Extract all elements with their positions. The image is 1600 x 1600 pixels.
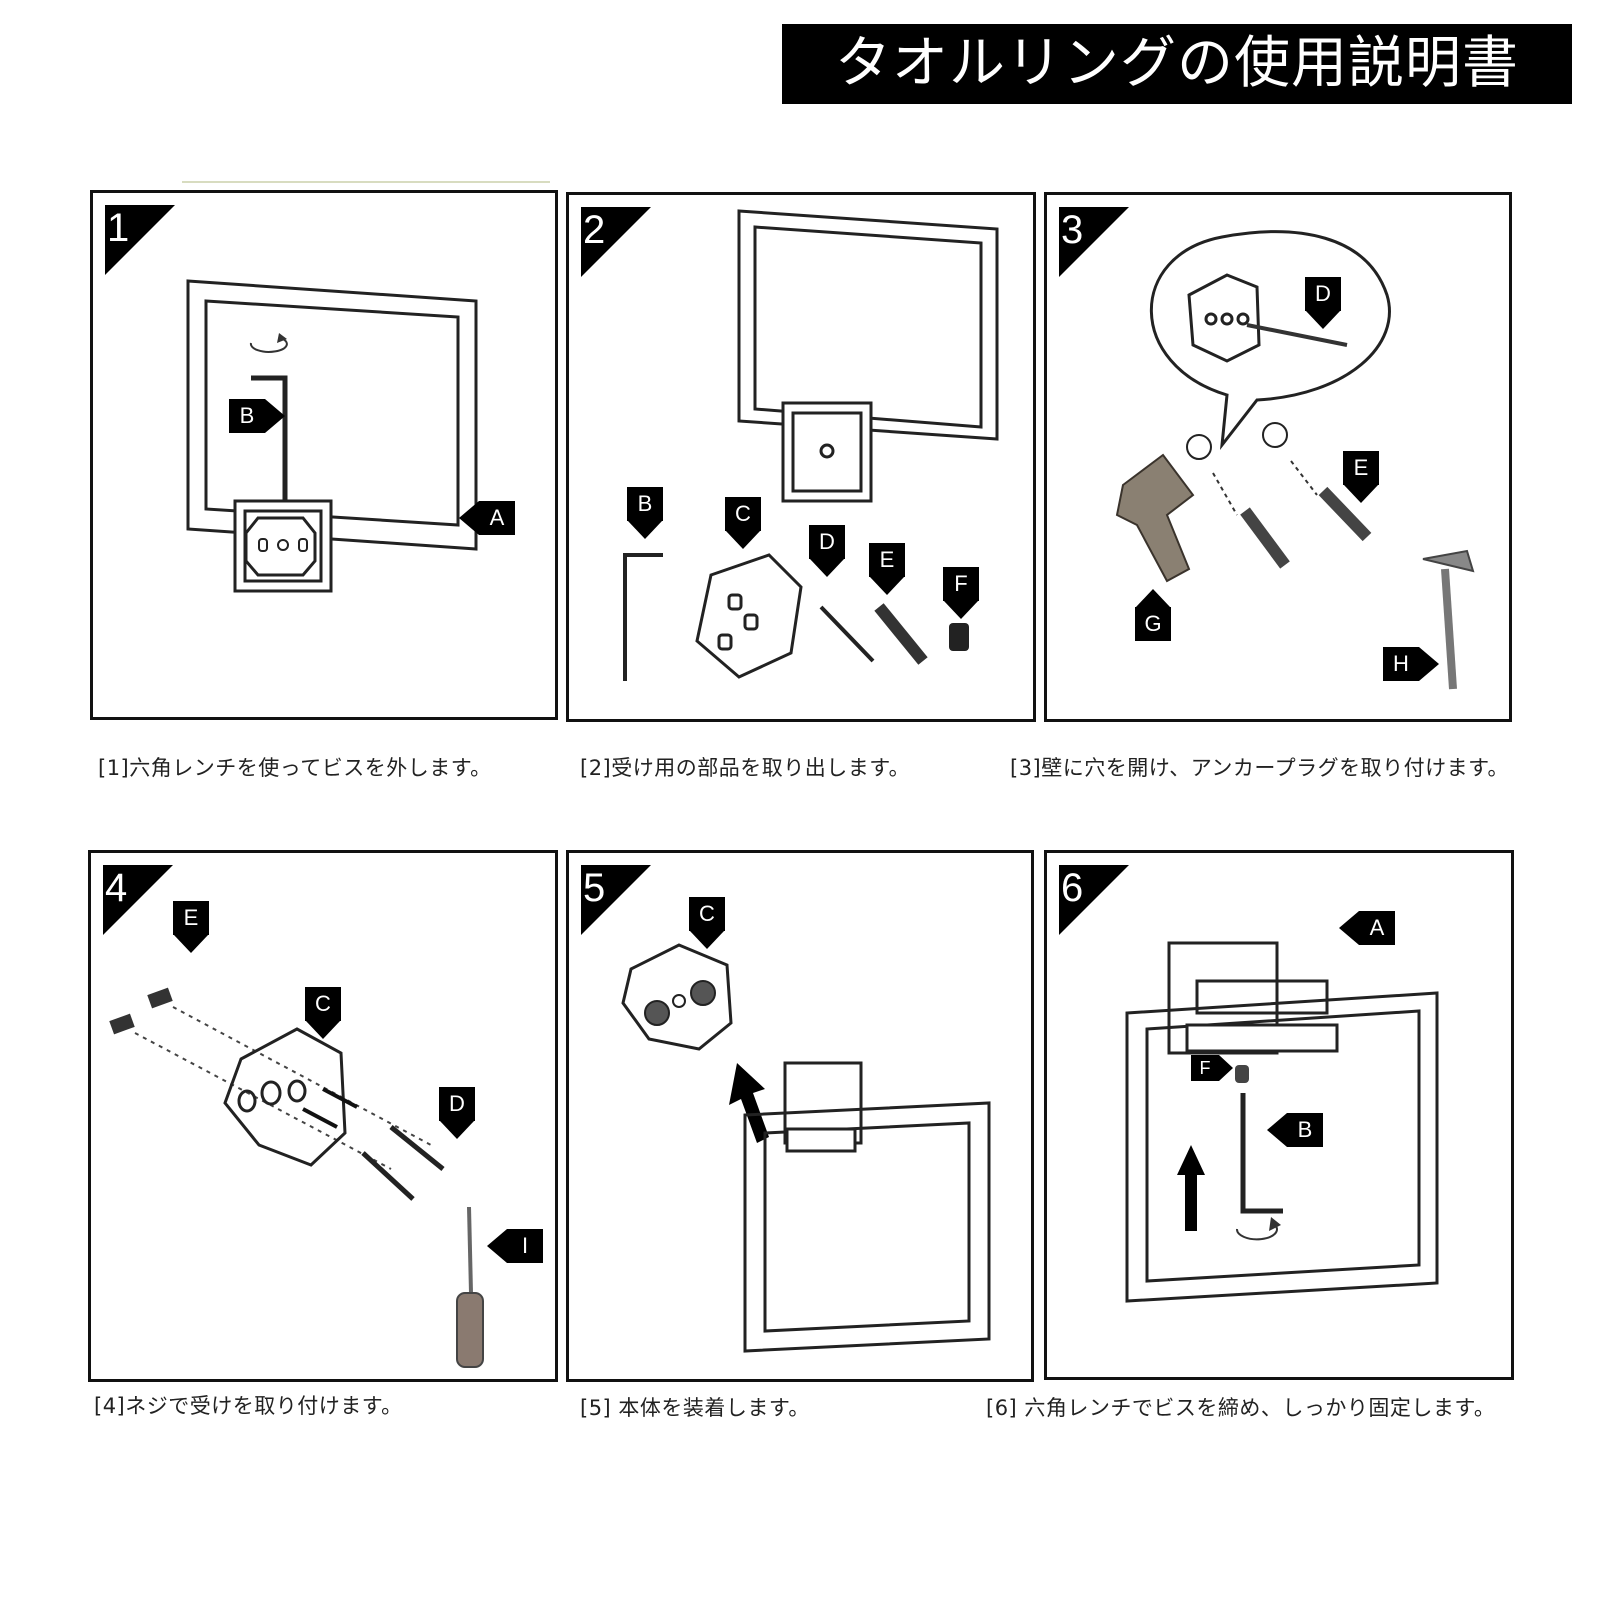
label-g-pointer bbox=[1136, 589, 1170, 607]
label-e-pointer bbox=[870, 577, 904, 595]
step-5-caption: [5] 本体を装着します。 bbox=[580, 1396, 810, 1420]
label-e: E bbox=[1343, 451, 1379, 485]
step-3-illustration bbox=[1115, 230, 1475, 690]
label-a: A bbox=[1359, 911, 1395, 945]
label-d-pointer bbox=[1306, 311, 1340, 329]
step-2-panel: 2 B C D E F bbox=[566, 192, 1036, 722]
label-f-pointer bbox=[944, 601, 978, 619]
step-4-caption: [4]ネジで受けを取り付けます。 bbox=[94, 1394, 403, 1418]
step-6-badge: 6 bbox=[1059, 865, 1129, 935]
label-b: B bbox=[1287, 1113, 1323, 1147]
step-1-panel: 1 B A bbox=[90, 190, 558, 720]
step-4-panel: 4 E C D I bbox=[88, 850, 558, 1382]
step-5-illustration bbox=[621, 943, 991, 1353]
label-c-pointer bbox=[306, 1021, 340, 1039]
label-f-pointer bbox=[1219, 1055, 1233, 1081]
step-6-illustration bbox=[1125, 941, 1439, 1303]
label-a: A bbox=[479, 501, 515, 535]
step-6-panel: 6 A F B bbox=[1044, 850, 1514, 1380]
step-5-panel: 5 C bbox=[566, 850, 1034, 1382]
label-b-pointer bbox=[628, 521, 662, 539]
label-c: C bbox=[725, 497, 761, 531]
step-5-badge: 5 bbox=[581, 865, 651, 935]
step-4-illustration bbox=[109, 987, 484, 1368]
label-b-pointer bbox=[265, 399, 285, 433]
label-d: D bbox=[1305, 277, 1341, 311]
step-1-caption: [1]六角レンチを使ってビスを外します。 bbox=[98, 756, 492, 780]
step-2-number: 2 bbox=[583, 208, 606, 252]
step-2-illustration bbox=[623, 209, 999, 681]
label-e-pointer bbox=[174, 935, 208, 953]
step-1-badge: 1 bbox=[105, 205, 175, 275]
page-title: タオルリングの使用説明書 bbox=[782, 24, 1572, 104]
label-h: H bbox=[1383, 647, 1419, 681]
step-6-number: 6 bbox=[1061, 866, 1084, 910]
label-d: D bbox=[809, 525, 845, 559]
label-b: B bbox=[627, 487, 663, 521]
step-3-panel: 3 D E G H bbox=[1044, 192, 1512, 722]
decorative-line bbox=[182, 181, 550, 183]
label-c-pointer bbox=[690, 931, 724, 949]
label-f: F bbox=[943, 567, 979, 601]
step-2-badge: 2 bbox=[581, 207, 651, 277]
step-1-number: 1 bbox=[107, 206, 130, 250]
label-c: C bbox=[305, 987, 341, 1021]
step-3-number: 3 bbox=[1061, 208, 1084, 252]
label-a-pointer bbox=[459, 501, 479, 535]
label-b-pointer bbox=[1267, 1113, 1287, 1147]
label-e: E bbox=[173, 901, 209, 935]
label-d: D bbox=[439, 1087, 475, 1121]
label-a-pointer bbox=[1339, 911, 1359, 945]
label-h-pointer bbox=[1419, 647, 1439, 681]
label-d-pointer bbox=[440, 1121, 474, 1139]
step-3-badge: 3 bbox=[1059, 207, 1129, 277]
label-g: G bbox=[1135, 607, 1171, 641]
step-4-number: 4 bbox=[105, 866, 128, 910]
step-6-caption: [6] 六角レンチでビスを締め、しっかり固定します。 bbox=[986, 1396, 1496, 1420]
step-4-badge: 4 bbox=[103, 865, 173, 935]
label-f: F bbox=[1191, 1055, 1219, 1081]
label-b: B bbox=[229, 399, 265, 433]
label-i-pointer bbox=[487, 1229, 507, 1263]
label-c-pointer bbox=[726, 531, 760, 549]
label-e: E bbox=[869, 543, 905, 577]
label-c: C bbox=[689, 897, 725, 931]
label-i: I bbox=[507, 1229, 543, 1263]
label-e-pointer bbox=[1344, 485, 1378, 503]
step-2-caption: [2]受け用の部品を取り出します。 bbox=[580, 756, 911, 780]
step-1-illustration bbox=[186, 279, 478, 593]
label-d-pointer bbox=[810, 559, 844, 577]
step-5-number: 5 bbox=[583, 866, 606, 910]
step-3-caption: [3]壁に穴を開け、アンカープラグを取り付けます。 bbox=[1010, 756, 1509, 780]
